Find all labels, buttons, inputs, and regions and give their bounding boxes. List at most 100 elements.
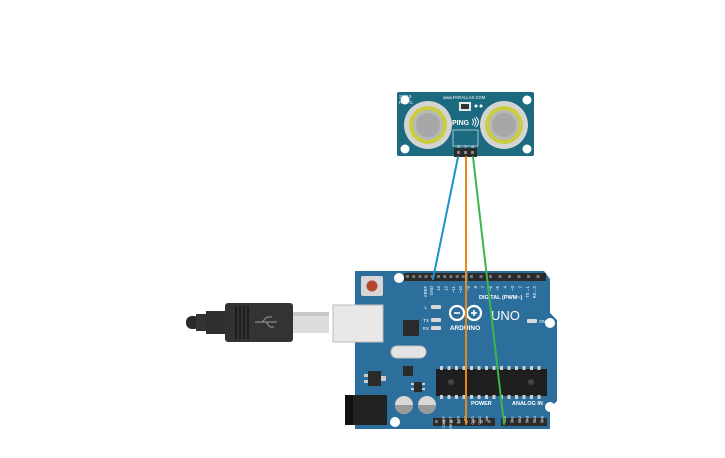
header-pin[interactable]: [418, 275, 422, 278]
header-pin[interactable]: [449, 275, 453, 278]
pin-label-digital: ~3: [510, 285, 515, 290]
chip-pin: [507, 366, 511, 370]
header-pin[interactable]: [527, 275, 530, 278]
ping-wave-icon: [471, 116, 479, 128]
digital-header-left[interactable]: [404, 273, 466, 281]
header-pin[interactable]: [489, 275, 492, 278]
mounting-hole: [545, 318, 555, 328]
pin-label-power: RESET: [449, 415, 453, 428]
chip-pin: [507, 395, 511, 399]
pin-label-digital: ~9: [466, 285, 471, 290]
pin-label-digital: 7: [480, 285, 485, 288]
header-pin[interactable]: [442, 420, 446, 423]
sensor-header[interactable]: [454, 148, 477, 157]
chip-pin: [522, 366, 526, 370]
chip-pin: [492, 395, 496, 399]
digital-header-pins: [406, 275, 540, 278]
chip-pin: [477, 395, 481, 399]
indicator-led: [474, 104, 478, 108]
header-pin[interactable]: [525, 420, 529, 423]
chip-pin: [537, 395, 541, 399]
wire-sig-to-pin7[interactable]: [432, 156, 459, 280]
chip-pin: [515, 366, 518, 370]
analog-header-label: ANALOG IN: [512, 401, 543, 407]
pin-label-digital: ~11: [451, 285, 456, 292]
led-label-l: L: [424, 305, 427, 310]
pin-label-digital: ~10: [458, 285, 463, 293]
header-pin[interactable]: [430, 275, 434, 278]
header-pin[interactable]: [455, 275, 459, 278]
chip-pin: [455, 366, 458, 370]
header-pin[interactable]: [424, 275, 428, 278]
header-pin[interactable]: [508, 275, 511, 278]
arduino-uno-board[interactable]: L TX RX ON ARDUINO UNO DIGITAL (PWM~) AR…: [332, 271, 557, 429]
header-pin[interactable]: [533, 420, 536, 423]
usb-icon: [255, 316, 277, 328]
indicator-led: [479, 104, 483, 108]
power-jack: [345, 395, 387, 425]
chip-pin: [470, 366, 473, 370]
chip-pin: [485, 366, 488, 370]
header-pin[interactable]: [443, 275, 447, 278]
header-pin[interactable]: [461, 275, 465, 278]
chip-pin: [485, 395, 488, 399]
header-pin[interactable]: [406, 275, 409, 278]
chip-pin: [537, 366, 541, 370]
power-header[interactable]: [433, 418, 495, 426]
chip-pin: [500, 366, 503, 370]
pin-label-analog: A5: [541, 416, 545, 421]
header-pin[interactable]: [472, 420, 476, 423]
capacitor: [418, 396, 436, 414]
mounting-hole: [522, 144, 532, 154]
mounting-hole: [545, 402, 555, 412]
digital-header-right[interactable]: [468, 273, 546, 281]
smd-chip: [403, 366, 413, 376]
pin-label-digital: 12: [443, 285, 448, 290]
microcontroller-chip: [436, 366, 547, 399]
header-pin[interactable]: [470, 275, 473, 278]
chip-pin: [477, 366, 481, 370]
led-label-rx: RX: [423, 326, 429, 331]
header-pin[interactable]: [480, 420, 483, 423]
chip-pin: [522, 395, 526, 399]
header-pin[interactable]: [498, 275, 502, 278]
header-pin[interactable]: [437, 275, 440, 278]
header-pin[interactable]: [457, 420, 461, 423]
pin-label-power: IOREF: [442, 415, 446, 427]
header-pin[interactable]: [487, 420, 491, 423]
header-pin[interactable]: [479, 275, 483, 278]
chip-pin: [447, 395, 451, 399]
reset-button[interactable]: [361, 276, 383, 296]
header-pin[interactable]: [510, 420, 514, 423]
usb-controller-chip: [403, 320, 419, 336]
voltage-regulator: [364, 371, 386, 386]
smd-chip: [411, 382, 425, 392]
transducer-right: [480, 101, 528, 149]
header-pin[interactable]: [536, 275, 540, 278]
sensor-chip: [459, 102, 471, 111]
chip-pin: [447, 366, 451, 370]
power-led-label: ON: [539, 319, 546, 324]
pin-label-gnd: GND: [429, 286, 434, 295]
mounting-hole: [394, 273, 404, 283]
header-pin[interactable]: [435, 420, 438, 423]
header-pin[interactable]: [517, 275, 521, 278]
analog-header[interactable]: [501, 418, 547, 426]
header-pin[interactable]: [412, 275, 416, 278]
wire-gnd-to-gnd[interactable]: [472, 156, 505, 425]
usb-grip-ridges: [235, 306, 249, 339]
sensor-name: PING: [452, 120, 470, 127]
header-pin[interactable]: [540, 420, 544, 423]
pin-label-power: Vin: [485, 416, 489, 421]
pin-label-digital: 8: [473, 285, 478, 288]
crystal-oscillator: [390, 345, 427, 359]
header-pin[interactable]: [518, 420, 521, 423]
mounting-hole: [522, 95, 532, 105]
usb-port: [332, 304, 384, 343]
mounting-hole: [390, 417, 400, 427]
usb-cable[interactable]: [186, 303, 329, 342]
header-pin[interactable]: [450, 420, 453, 423]
ping-ultrasonic-sensor[interactable]: 28015 REV C www.PARALLAX.COM PING GND5VS…: [397, 92, 534, 157]
